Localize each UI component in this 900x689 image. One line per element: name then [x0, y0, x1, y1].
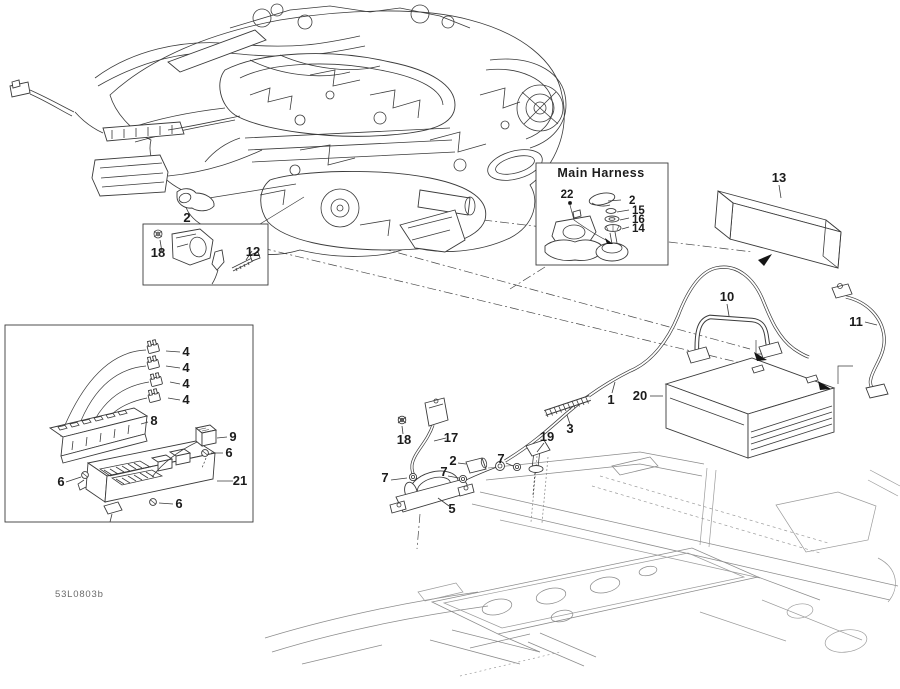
main-harness-connectors	[9, 79, 263, 197]
engine-assembly	[94, 3, 567, 257]
fuse-2	[146, 355, 160, 370]
fuse-1	[146, 339, 160, 354]
callout-7c: 7	[497, 451, 504, 466]
callout-15: 15	[632, 205, 645, 217]
callout-4b: 4	[182, 360, 190, 375]
battery	[650, 340, 853, 459]
callout-7a: 7	[381, 470, 388, 485]
callout-9: 9	[229, 429, 236, 444]
battery-cable-1	[461, 265, 810, 483]
callout-20: 20	[633, 388, 647, 403]
callout-2-mid: 2	[449, 453, 456, 468]
fuse-4	[147, 388, 161, 403]
main-harness-inset: Main Harness 22 2 15 16 14	[535, 162, 669, 266]
stud-19	[525, 439, 551, 496]
chassis-frame	[264, 451, 900, 677]
fuse-3	[149, 372, 163, 387]
starter-solenoid-cluster	[389, 397, 551, 514]
drawing-code: 53L0803b	[55, 589, 104, 600]
callout-19: 19	[540, 429, 554, 444]
inset-box-sensor	[142, 223, 269, 286]
callout-2-inset: 2	[629, 195, 635, 207]
callout-7b: 7	[440, 464, 447, 479]
callout-18-inset: 18	[151, 245, 165, 260]
callout-1: 1	[607, 392, 614, 407]
callout-4d: 4	[182, 392, 190, 407]
callout-12: 12	[246, 244, 260, 259]
callout-2-top: 2	[183, 210, 190, 225]
callout-4a: 4	[182, 344, 190, 359]
callout-14: 14	[632, 223, 645, 235]
callout-6a: 6	[225, 445, 232, 460]
callout-22: 22	[561, 189, 574, 201]
part-13-box	[714, 184, 842, 269]
callout-6b: 6	[57, 474, 64, 489]
callout-13: 13	[772, 170, 786, 185]
callout-21: 21	[233, 473, 247, 488]
part-2-cap	[176, 188, 215, 212]
callout-5: 5	[448, 501, 455, 516]
spring-3	[544, 395, 591, 425]
battery-cable-11	[831, 283, 889, 399]
callout-10: 10	[720, 289, 734, 304]
callouts: 2 18 12 13 10 11 20 1 3 19 17 18 7 7 2 7…	[151, 170, 863, 516]
inset-title: Main Harness	[557, 166, 644, 180]
callout-11: 11	[849, 314, 863, 329]
callout-3: 3	[566, 421, 573, 436]
fuse-box-inset: 4 4 4 4 8 9 6 21 6 6	[4, 324, 254, 523]
callout-18: 18	[397, 432, 411, 447]
callout-4c: 4	[182, 376, 190, 391]
callout-17: 17	[444, 430, 458, 445]
relay-9	[195, 424, 217, 447]
callout-8: 8	[150, 413, 157, 428]
callout-16: 16	[632, 214, 645, 226]
battery-support-bracket	[686, 303, 783, 364]
callout-6c: 6	[175, 496, 182, 511]
